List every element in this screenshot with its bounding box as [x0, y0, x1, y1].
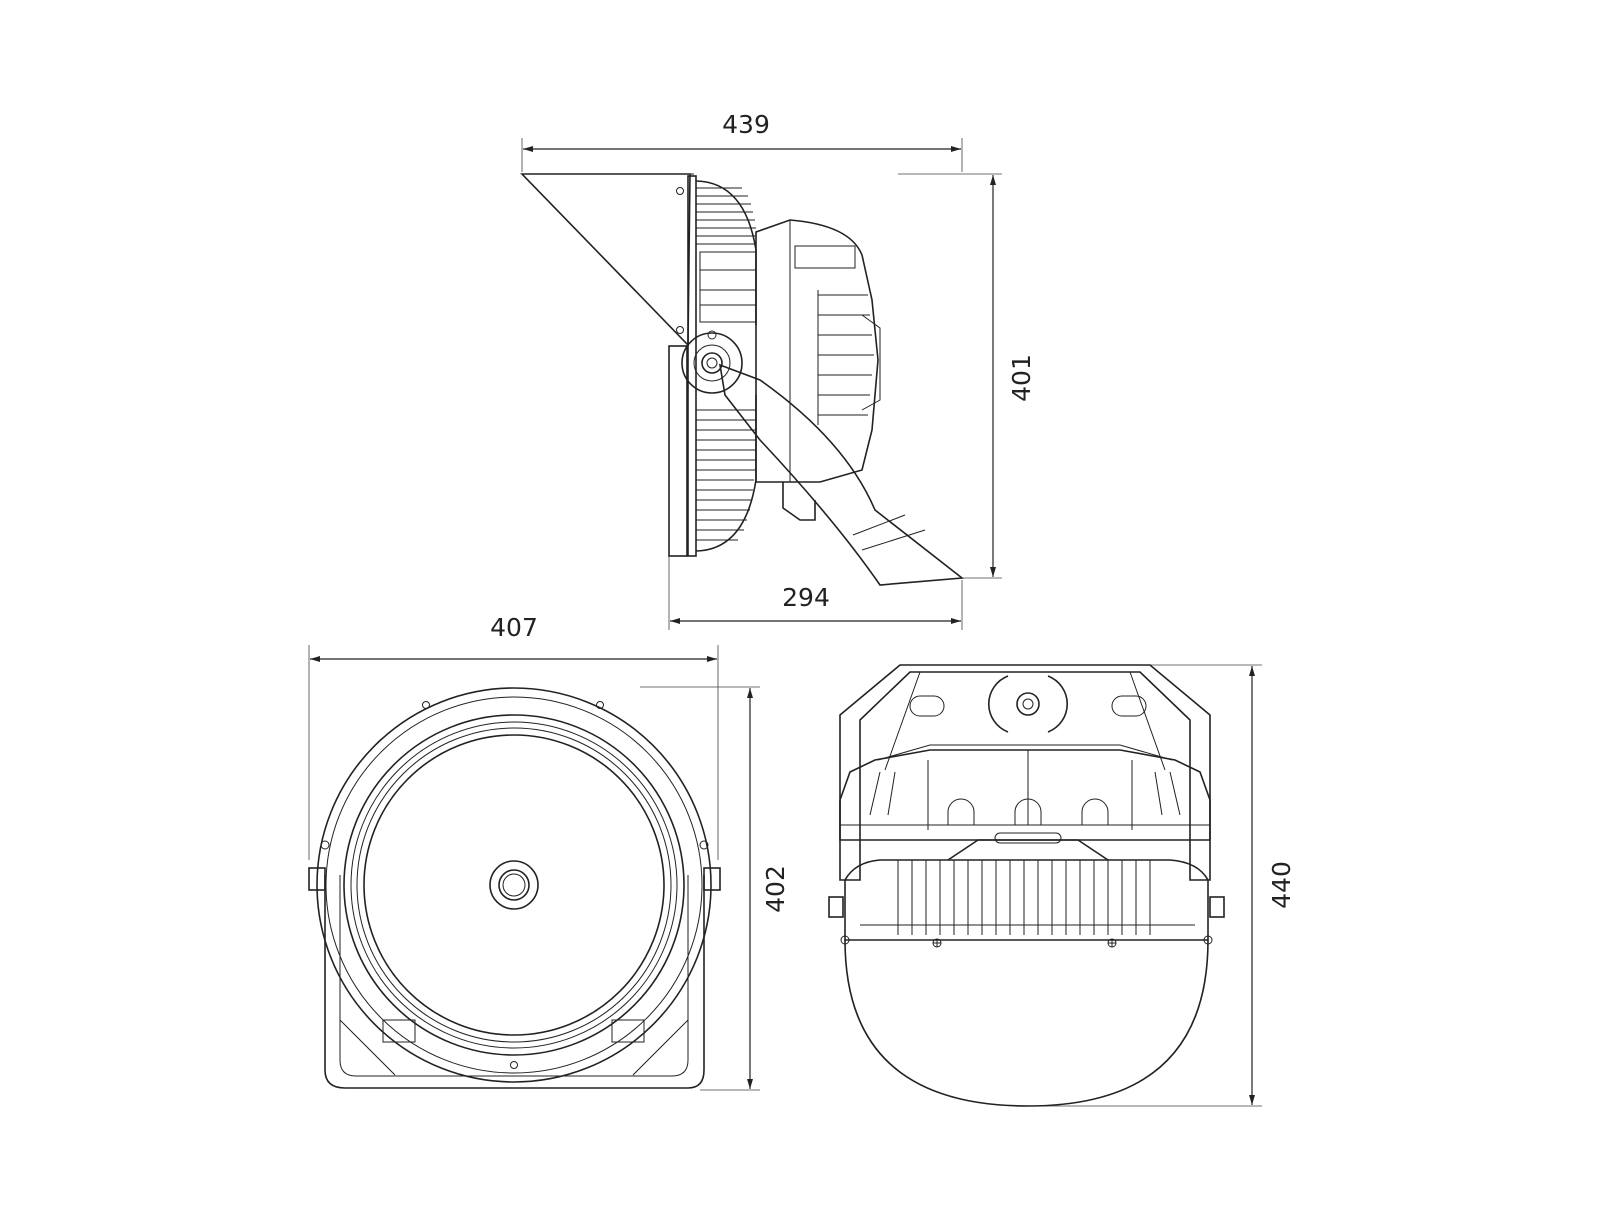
- dimension-front-width: 407: [308, 613, 719, 860]
- bracket-pivot: [987, 675, 1069, 733]
- dimension-label-401: 401: [1007, 354, 1036, 402]
- dimension-label-402: 402: [761, 865, 790, 913]
- heatsink-fins-lower: [696, 409, 756, 541]
- rear-heatsink-fins: [897, 860, 1151, 935]
- dimension-label-439: 439: [722, 110, 770, 139]
- dimension-label-294: 294: [782, 583, 830, 612]
- heatsink-fins-upper: [696, 187, 756, 245]
- dimension-rear-height: 440: [1040, 664, 1296, 1107]
- center-lens: [489, 860, 539, 910]
- side-view: 439 401 294: [520, 110, 1036, 630]
- dimension-front-height: 402: [640, 686, 790, 1091]
- housing-ribs: [818, 294, 874, 416]
- pivot-knob: [681, 330, 743, 394]
- front-view: 407 402: [308, 613, 790, 1091]
- dimension-label-440: 440: [1267, 861, 1296, 909]
- dimension-side-depth: 294: [668, 556, 963, 630]
- dimension-side-width: 439: [521, 110, 963, 172]
- dimension-label-407: 407: [490, 613, 538, 642]
- rear-screws: [932, 938, 1117, 948]
- rear-view: 440: [828, 664, 1296, 1107]
- dimension-side-height: 401: [898, 173, 1036, 579]
